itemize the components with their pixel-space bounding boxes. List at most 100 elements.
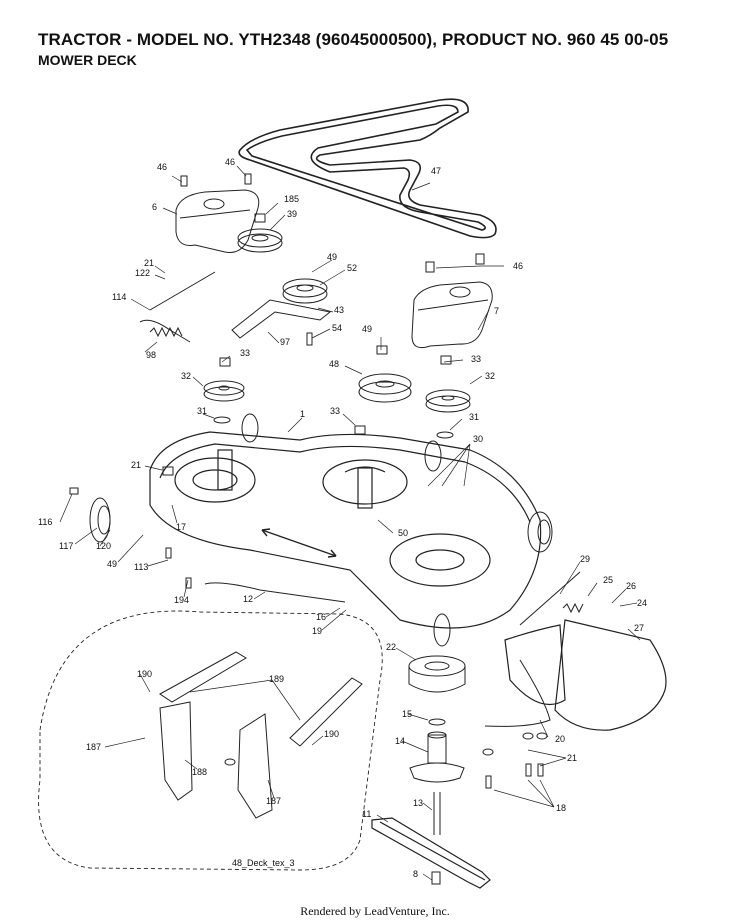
wheel-right-front [527, 511, 553, 553]
lift-bracket-right [237, 713, 273, 819]
idler-arm-43 [231, 299, 332, 339]
diagram-reference: 48_Deck_tex_3 [232, 858, 295, 868]
callout-labels: 46 46 47 6 185 39 21 122 49 52 46 114 43… [38, 157, 647, 879]
callout-11: 11 [362, 809, 371, 819]
callout-114: 114 [112, 292, 126, 302]
blade-11 [371, 817, 491, 889]
callout-1: 1 [300, 409, 305, 419]
detail-box [38, 610, 383, 871]
callout-113: 113 [134, 562, 148, 572]
callout-50: 50 [398, 528, 408, 538]
callout-190: 190 [137, 669, 152, 679]
callout-12: 12 [243, 594, 253, 604]
callout-22: 22 [386, 642, 396, 652]
callout-97: 97 [280, 337, 290, 347]
spindle-14 [409, 731, 465, 783]
callout-21: 21 [144, 258, 154, 268]
callout-189: 189 [269, 674, 284, 684]
callout-46: 46 [157, 162, 167, 172]
callout-31: 31 [197, 406, 207, 416]
callout-16: 16 [316, 612, 326, 622]
callout-33: 33 [471, 354, 481, 364]
pulley-39 [237, 213, 283, 253]
belt-cover-6 [175, 189, 260, 253]
callout-43: 43 [334, 305, 344, 315]
lift-link-189 [159, 651, 363, 747]
lift-bracket-left [159, 701, 193, 801]
callout-39: 39 [287, 209, 297, 219]
wheel-top-left [241, 413, 259, 443]
callout-13: 13 [413, 798, 423, 808]
callout-29: 29 [580, 554, 590, 564]
pulley-32-right [425, 389, 471, 413]
callout-98: 98 [146, 350, 156, 360]
washer-15 [428, 718, 446, 726]
callout-6: 6 [152, 202, 157, 212]
callout-7: 7 [494, 306, 499, 316]
pulley-48 [358, 373, 412, 403]
belt-47 [238, 98, 497, 239]
wheel-117 [89, 497, 111, 543]
callout-21: 21 [131, 460, 141, 470]
callout-47: 47 [431, 166, 441, 176]
callout-27: 27 [634, 623, 644, 633]
wheel-rear [433, 613, 451, 647]
grass-deflector-27 [504, 619, 667, 731]
pulley-52 [282, 278, 328, 304]
wheel-top-right [424, 440, 442, 472]
fasteners [69, 173, 548, 789]
page-subtitle: MOWER DECK [38, 52, 137, 68]
callout-32: 32 [485, 371, 495, 381]
leader-lines [59, 165, 641, 881]
callout-48: 48 [329, 359, 339, 369]
spring-rod-114 [139, 271, 216, 343]
bolt-8 [431, 871, 441, 885]
callout-20: 20 [555, 734, 565, 744]
spring-25 [562, 602, 584, 614]
page-title: TRACTOR - MODEL NO. YTH2348 (96045000500… [38, 30, 669, 49]
callout-117: 117 [59, 541, 73, 551]
callout-24: 24 [637, 598, 647, 608]
callout-122: 122 [135, 268, 150, 278]
callout-33: 33 [240, 348, 250, 358]
pin-188 [224, 758, 236, 766]
shaft-13 [433, 792, 441, 835]
callout-21: 21 [567, 753, 577, 763]
callout-33: 33 [330, 406, 340, 416]
callout-54: 54 [332, 323, 342, 333]
direction-arrow [261, 528, 337, 558]
footer-credit: Rendered by LeadVenture, Inc. [300, 904, 450, 918]
link-rod-12 [204, 582, 346, 603]
spindle-housing-22 [408, 655, 466, 693]
callout-18: 18 [556, 803, 566, 813]
callout-25: 25 [603, 575, 613, 585]
callout-188: 188 [192, 767, 207, 777]
callout-46: 46 [513, 261, 523, 271]
pulley-32-left [203, 380, 245, 402]
callout-49: 49 [327, 252, 337, 262]
chute-20 [484, 659, 551, 727]
callout-52: 52 [347, 263, 357, 273]
callout-14: 14 [395, 736, 405, 746]
callout-30: 30 [473, 434, 483, 444]
callout-194: 194 [174, 595, 189, 605]
mower-deck-1 [149, 431, 542, 629]
rod-29 [519, 571, 581, 626]
spring-98 [149, 326, 183, 338]
callout-49: 49 [107, 559, 117, 569]
washer-31-right [436, 431, 454, 439]
belt-cover-7 [411, 281, 493, 349]
callout-46: 46 [225, 157, 235, 167]
callout-187: 187 [266, 796, 281, 806]
callout-190: 190 [324, 729, 339, 739]
callout-120: 120 [96, 541, 111, 551]
washer-31-left [213, 416, 231, 424]
callout-31: 31 [469, 412, 479, 422]
callout-19: 19 [312, 626, 322, 636]
callout-49: 49 [362, 324, 372, 334]
callout-8: 8 [413, 869, 418, 879]
callout-26: 26 [626, 581, 636, 591]
callout-116: 116 [38, 517, 52, 527]
callout-32: 32 [181, 371, 191, 381]
